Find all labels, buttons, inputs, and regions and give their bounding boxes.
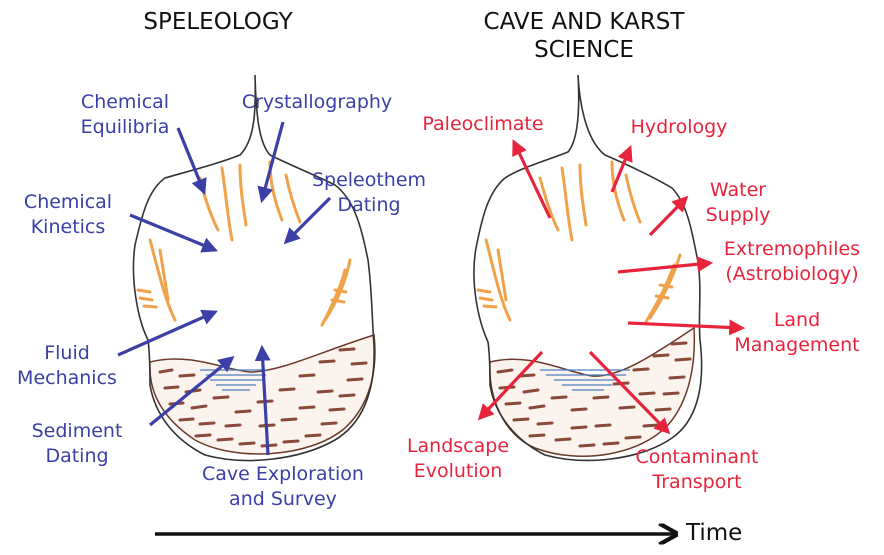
cave-karst-science-title: CAVE AND KARST SCIENCE: [464, 8, 704, 64]
label-water-supply: Water Supply: [688, 178, 788, 228]
label-chemical-equilibria: Chemical Equilibria: [60, 90, 190, 140]
label-paleoclimate: Paleoclimate: [410, 112, 556, 137]
time-label: Time: [686, 521, 776, 546]
label-fluid-mechanics: Fluid Mechanics: [8, 341, 126, 391]
arrow-chemical-kinetics: [130, 215, 215, 250]
arrow-extremophiles: [618, 263, 710, 272]
label-crystallography: Crystallography: [237, 90, 397, 115]
right-sediment: [490, 328, 695, 456]
label-landscape-evolution: Landscape Evolution: [398, 434, 518, 484]
right-speleothems: [478, 162, 680, 322]
arrow-paleoclimate: [514, 142, 550, 218]
label-land-management: Land Management: [722, 308, 872, 358]
label-contaminant-transport: Contaminant Transport: [612, 445, 782, 495]
arrow-water-supply: [650, 198, 686, 235]
label-cave-exploration: Cave Exploration and Survey: [188, 462, 378, 512]
speleology-title: SPELEOLOGY: [118, 8, 318, 36]
label-extremophiles: Extremophiles (Astrobiology): [704, 237, 880, 287]
label-hydrology: Hydrology: [614, 115, 744, 140]
label-sediment-dating: Sediment Dating: [18, 419, 136, 469]
label-chemical-kinetics: Chemical Kinetics: [8, 190, 128, 240]
label-speleothem-dating: Speleothem Dating: [304, 168, 434, 218]
arrow-fluid-mechanics: [118, 312, 215, 355]
